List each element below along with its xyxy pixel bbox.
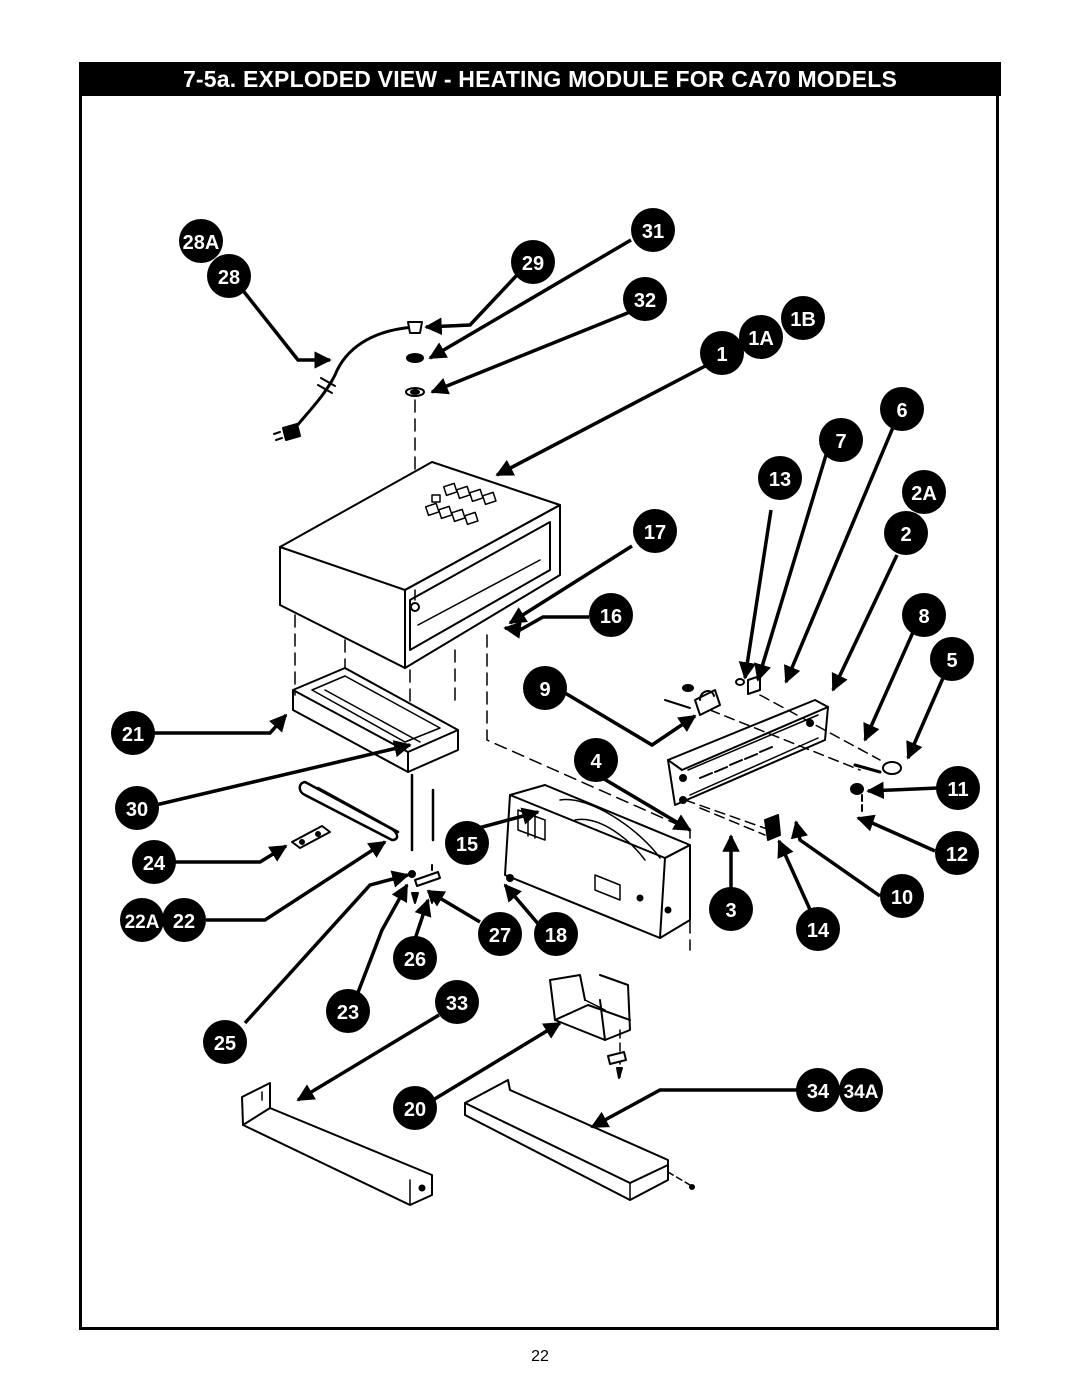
callout-8: 8 [902,593,946,637]
main-housing [279,461,691,951]
callout-label: 34A [844,1082,879,1103]
callout-label: 6 [896,400,907,422]
callouts: 28A 28 29 31 32 1 1A 1B 6 7 13 2A 17 2 1… [111,208,980,1130]
callout-label: 2 [900,524,911,546]
callout-15: 15 [445,821,489,865]
callout-28A: 28A [179,219,223,263]
callout-label: 28 [218,267,240,289]
callout-28: 28 [207,254,251,298]
callout-6: 6 [880,387,924,431]
callout-label: 5 [946,650,957,672]
callout-33: 33 [435,980,479,1024]
callout-label: 1 [716,344,727,366]
callout-32: 32 [623,277,667,321]
callout-14: 14 [796,907,840,951]
callout-label: 10 [891,887,913,909]
callout-18: 18 [534,912,578,956]
diagram-frame [79,62,999,1330]
callout-24: 24 [132,840,176,884]
mounting-bracket [549,974,631,1081]
callout-21: 21 [111,711,155,755]
callout-27: 27 [478,912,522,956]
callout-label: 26 [404,949,426,971]
callout-29: 29 [511,240,555,284]
callout-4: 4 [574,738,618,782]
callout-label: 33 [446,993,468,1015]
callout-10: 10 [880,874,924,918]
callout-30: 30 [115,786,159,830]
callout-7: 7 [819,418,863,462]
callout-label: 25 [214,1033,236,1055]
bracket [291,825,331,849]
callout-label: 8 [918,606,929,628]
callout-2A: 2A [902,470,946,514]
blower-housing [504,784,691,939]
heating-element [298,773,435,852]
callout-label: 18 [545,925,567,947]
callout-17: 17 [633,509,677,553]
callout-label: 11 [947,779,968,801]
page-number: 22 [531,1348,549,1365]
callout-26: 26 [393,936,437,980]
callout-label: 1B [790,309,816,331]
left-side-rail [241,1082,433,1206]
callout-label: 28A [183,232,220,254]
callout-label: 4 [590,751,602,773]
callout-label: 15 [456,834,478,856]
callout-label: 7 [835,431,846,453]
callout-22A: 22A [120,898,164,942]
callout-31: 31 [631,208,675,252]
callout-12: 12 [935,831,979,875]
callout-label: 17 [644,522,666,544]
callout-label: 22A [125,912,160,933]
callout-9: 9 [523,666,567,710]
heater-tray [292,667,459,773]
panel-hardware [664,675,902,841]
callout-2: 2 [884,511,928,555]
callout-label: 12 [946,844,968,866]
leader-lines [141,238,945,1129]
callout-label: 23 [337,1002,359,1024]
callout-label: 31 [642,221,664,243]
callout-16: 16 [589,593,633,637]
callout-label: 29 [522,253,544,275]
callout-23: 23 [326,989,370,1033]
callout-label: 24 [143,853,166,875]
callout-label: 34 [807,1081,830,1103]
callout-label: 20 [404,1099,426,1121]
callout-22: 22 [162,898,206,942]
callout-5: 5 [930,637,974,681]
callout-34: 34 [796,1068,840,1112]
callout-label: 16 [600,606,622,628]
callout-34A: 34A [839,1068,883,1112]
callout-label: 1A [748,328,774,350]
callout-label: 14 [807,920,830,942]
callout-13: 13 [758,456,802,500]
callout-label: 32 [634,290,656,312]
callout-label: 30 [126,799,148,821]
callout-1: 1 [700,331,744,375]
callout-1B: 1B [781,296,825,340]
callout-label: 13 [769,469,791,491]
callout-20: 20 [393,1086,437,1130]
callout-label: 3 [725,900,736,922]
callout-25: 25 [203,1020,247,1064]
callout-label: 27 [489,925,511,947]
callout-label: 21 [122,724,144,746]
callout-3: 3 [709,887,753,931]
control-panel [667,699,829,806]
callout-1A: 1A [739,315,783,359]
page-title: 7-5a. EXPLODED VIEW - HEATING MODULE FOR… [79,62,1001,96]
callout-11: 11 [936,766,980,810]
callout-label: 9 [539,679,550,701]
callout-label: 2A [911,483,937,505]
callout-label: 22 [173,911,195,933]
right-side-rail [464,1079,695,1201]
